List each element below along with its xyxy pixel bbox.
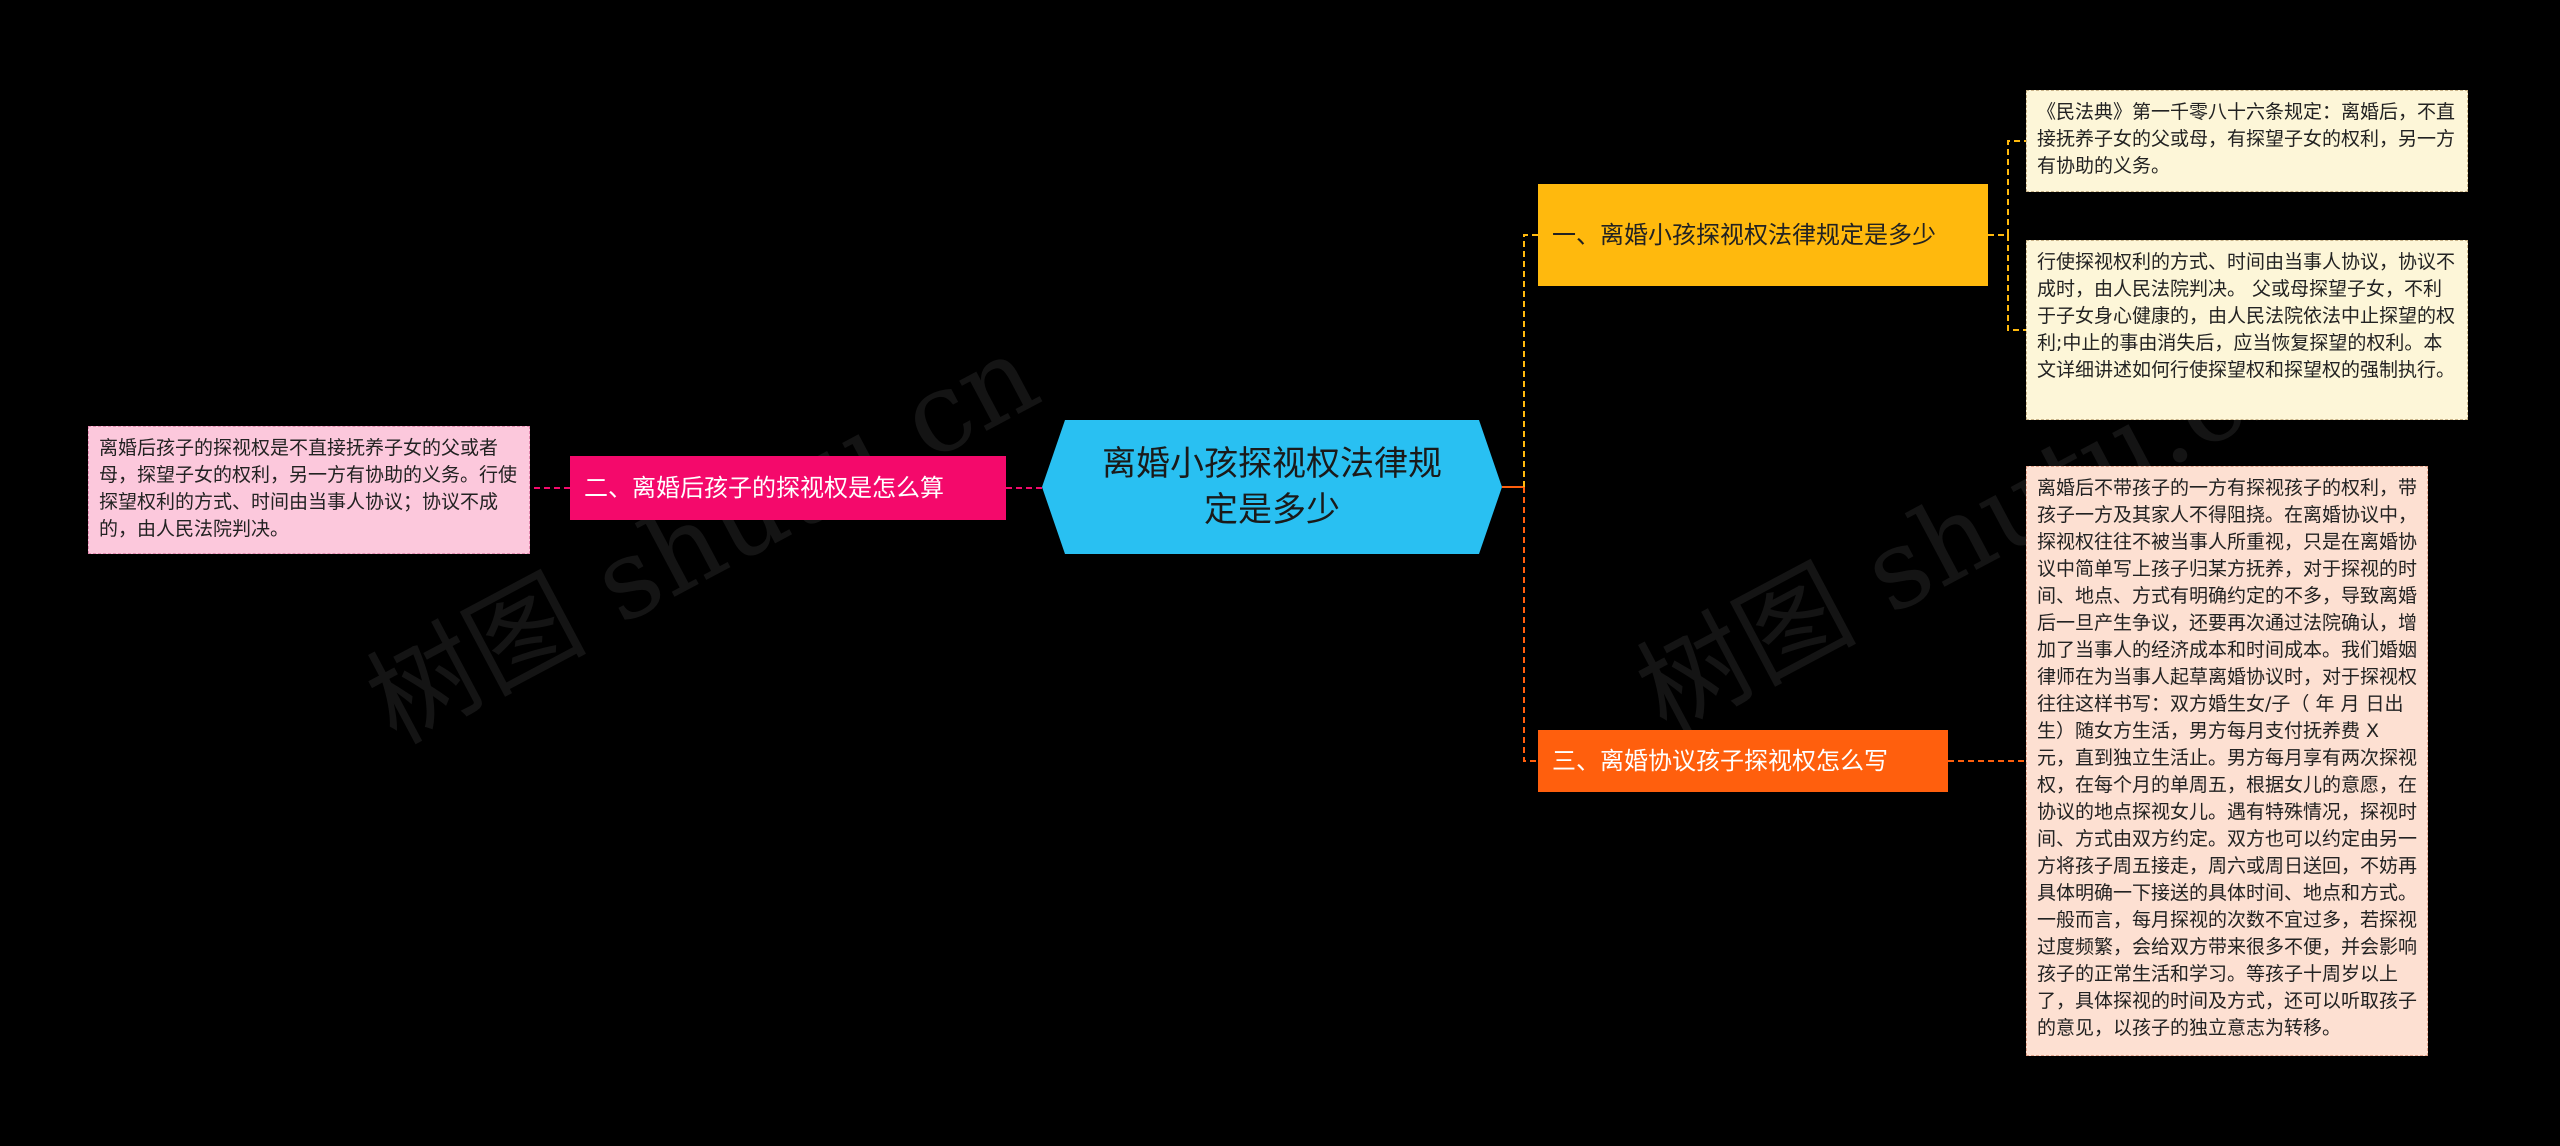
branch-topic-3[interactable]: 三、离婚协议孩子探视权怎么写: [1538, 730, 1948, 792]
branch-topic-2-label: 二、离婚后孩子的探视权是怎么算: [584, 474, 944, 502]
branch-topic-3-label: 三、离婚协议孩子探视权怎么写: [1552, 747, 1888, 775]
leaf-topic-1-1[interactable]: 《民法典》第一千零八十六条规定：离婚后，不直接抚养子女的父或母，有探望子女的权利…: [2026, 90, 2468, 192]
connector-leaf-1: [1988, 140, 2026, 236]
connector-branch-1: [1523, 234, 1538, 487]
branch-topic-1[interactable]: 一、离婚小孩探视权法律规定是多少: [1538, 184, 1988, 286]
connector-leaf-2: [2007, 235, 2026, 331]
branch-topic-2[interactable]: 二、离婚后孩子的探视权是怎么算: [570, 456, 1006, 520]
leaf-topic-2-1[interactable]: 离婚后孩子的探视权是不直接抚养子女的父或者母，探望子女的权利，另一方有协助的义务…: [88, 426, 530, 554]
root-topic[interactable]: 离婚小孩探视权法律规定是多少: [1042, 420, 1502, 554]
connector-branch-3: [1523, 487, 1538, 762]
leaf-topic-3-1[interactable]: 离婚后不带孩子的一方有探视孩子的权利，带孩子一方及其家人不得阻挠。在离婚协议中，…: [2026, 466, 2428, 1056]
leaf-topic-1-2[interactable]: 行使探视权利的方式、时间由当事人协议，协议不成时，由人民法院判决。 父或母探望子…: [2026, 240, 2468, 420]
branch-topic-1-label: 一、离婚小孩探视权法律规定是多少: [1552, 221, 1936, 249]
